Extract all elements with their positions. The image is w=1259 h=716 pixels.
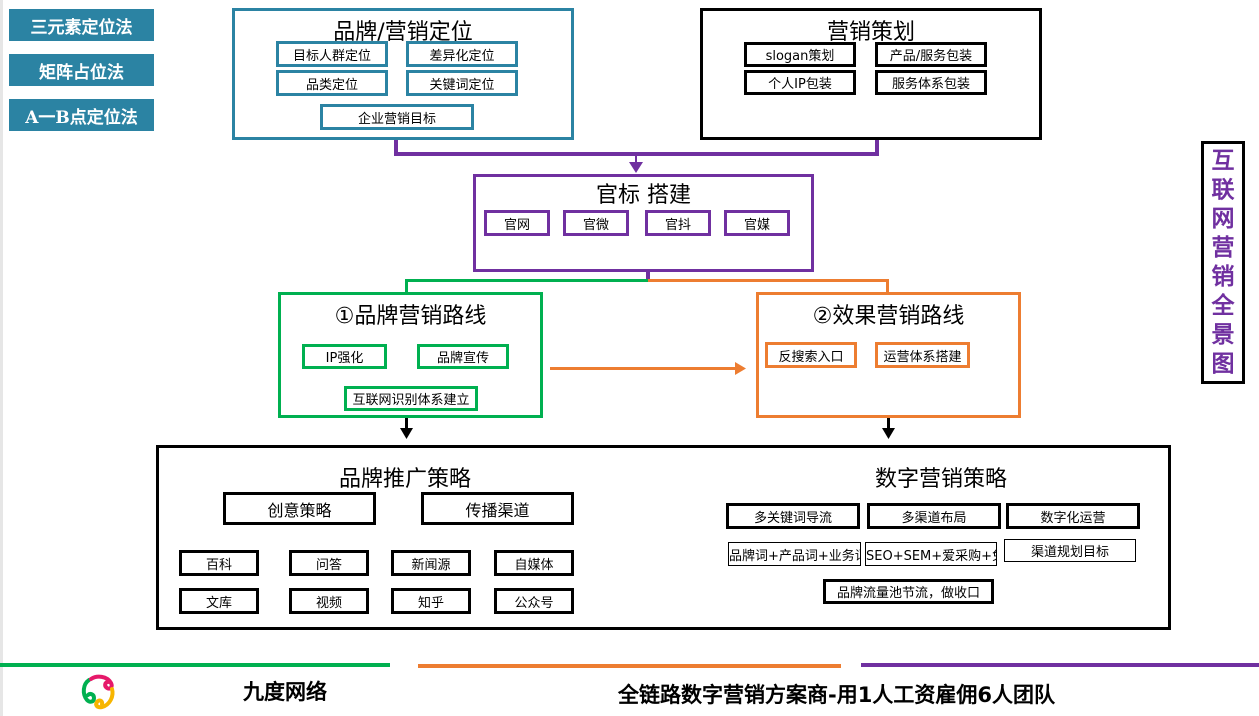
side-title-char: 联 [1211,176,1235,203]
brand-positioning-title: 品牌/营销定位 [333,20,473,45]
channel-wenku[interactable]: 文库 [179,588,259,614]
route-brand-promotion[interactable]: 品牌宣传 [417,344,509,369]
channel-baike[interactable]: 百科 [179,550,259,576]
official-wechat[interactable]: 官微 [563,210,629,236]
digital-channel-detail[interactable]: SEO+SEM+爱采购+免推 [865,542,997,566]
split-stem [646,272,650,280]
side-title-char: 销 [1211,263,1235,290]
connector-horizontal-top [394,152,879,156]
footer-bar-purple [861,663,1259,667]
digital-multi-channel[interactable]: 多渠道布局 [867,503,1001,529]
digital-multi-keyword[interactable]: 多关键词导流 [726,503,860,529]
channel-news[interactable]: 新闻源 [391,550,471,576]
channel-qa[interactable]: 问答 [289,550,369,576]
side-title-char: 全 [1211,292,1235,319]
company-name: 九度网络 [243,680,327,704]
route-arrow-line [550,367,738,370]
planning-service-system[interactable]: 服务体系包装 [875,70,987,95]
digital-keyword-detail[interactable]: 品牌词+产品词+业务词 [728,542,861,566]
brand-promotion-title: 品牌推广策略 [338,467,471,492]
arrow-right-icon [735,362,746,375]
channel-zhihu[interactable]: 知乎 [391,588,471,614]
marketing-planning-title: 营销策划 [826,20,915,45]
footer-bar-green [0,663,390,667]
left-edge [0,0,3,716]
route-ip-strengthen[interactable]: IP强化 [302,344,387,369]
method-a-b-point[interactable]: A一B点定位法 [9,99,154,131]
green-branch [405,279,648,282]
arrow-down-icon [400,428,413,439]
side-title: 互 联 网 营 销 全 景 图 [1201,141,1245,384]
route-reverse-search[interactable]: 反搜索入口 [765,342,857,368]
side-title-char: 互 [1211,147,1235,174]
digital-channel-goal[interactable]: 渠道规划目标 [1004,539,1136,562]
route-operation-system[interactable]: 运营体系搭建 [875,342,970,368]
connector-down-stem [635,156,637,164]
planning-product-service-packaging[interactable]: 产品/服务包装 [875,42,987,67]
arrow-down-icon [629,162,643,173]
strategy-creative[interactable]: 创意策略 [223,492,376,525]
orange-branch-drop [886,279,889,293]
official-website[interactable]: 官网 [484,210,550,236]
official-douyin[interactable]: 官抖 [645,210,711,236]
method-matrix[interactable]: 矩阵占位法 [9,54,154,86]
channel-official-account[interactable]: 公众号 [494,588,574,614]
digital-traffic-pool[interactable]: 品牌流量池节流，做收口 [823,579,994,604]
positioning-keyword[interactable]: 关键词定位 [406,70,518,96]
positioning-category[interactable]: 品类定位 [276,70,388,96]
channel-self-media[interactable]: 自媒体 [494,550,574,576]
company-logo-icon [81,674,115,710]
right-down-stem [887,418,890,430]
side-title-char: 营 [1211,234,1235,261]
official-media[interactable]: 官媒 [724,210,790,236]
planning-slogan[interactable]: slogan策划 [744,42,856,67]
side-title-char: 景 [1211,321,1235,348]
digital-operation[interactable]: 数字化运营 [1006,503,1140,529]
positioning-differentiation[interactable]: 差异化定位 [406,41,518,67]
brand-route-title: ①品牌营销路线 [334,304,487,329]
connector-right-drop [875,140,879,156]
enterprise-marketing-goal[interactable]: 企业营销目标 [320,104,474,130]
company-slogan: 全链路数字营销方案商-用1人工资雇佣6人团队 [618,683,1055,707]
route-internet-identity[interactable]: 互联网识别体系建立 [344,386,478,411]
strategy-channels[interactable]: 传播渠道 [421,492,574,525]
green-branch-drop [405,279,408,293]
left-down-stem [405,418,408,430]
official-build-title: 官标 搭建 [596,183,691,208]
method-three-elements[interactable]: 三元素定位法 [9,9,154,41]
footer-bar-orange [418,664,841,668]
digital-marketing-title: 数字营销策略 [874,467,1007,492]
arrow-down-icon [882,428,895,439]
connector-left-drop [394,140,398,156]
side-title-char: 网 [1211,205,1235,232]
channel-video[interactable]: 视频 [289,588,369,614]
planning-personal-ip[interactable]: 个人IP包装 [744,70,856,95]
side-title-char: 图 [1211,350,1235,377]
positioning-target-audience[interactable]: 目标人群定位 [276,41,388,67]
orange-branch [648,279,889,282]
effect-route-title: ②效果营销路线 [812,304,965,329]
